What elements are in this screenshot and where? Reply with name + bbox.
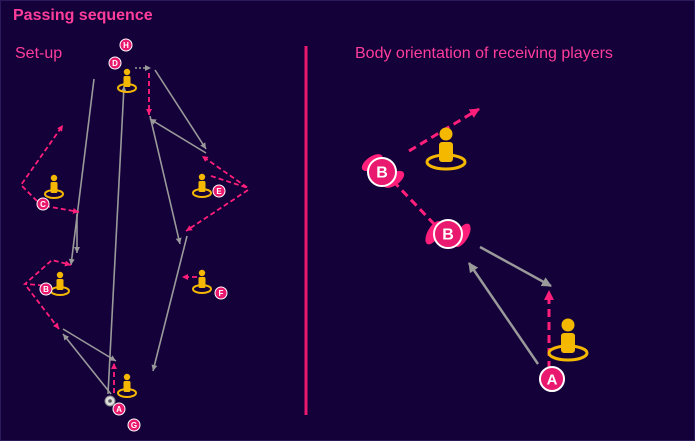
label-f: F [219, 289, 224, 298]
badge-a-right [539, 366, 565, 392]
ball-icon [104, 395, 116, 407]
badge-b-lower [433, 219, 463, 249]
pass-lines-left [62, 69, 207, 395]
orientation-subtitle: Body orientation of receiving players [355, 45, 613, 62]
label-b-lower: B [442, 227, 454, 244]
player-icon [117, 372, 137, 398]
badge-h: H [119, 38, 133, 52]
player-icon [547, 317, 589, 362]
player-icon [117, 67, 137, 93]
label-a: A [116, 405, 122, 414]
label-g: G [131, 421, 137, 430]
badge-d: D [108, 56, 122, 70]
badge-g: G [127, 418, 141, 432]
pass-b-back [479, 245, 552, 288]
badge-a: A [112, 402, 126, 416]
movement-b [391, 179, 437, 227]
player-icon [50, 270, 70, 296]
player-icon [425, 126, 467, 171]
label-d: D [112, 59, 118, 68]
pass-a-to-b [467, 262, 540, 365]
player-icon [192, 268, 212, 294]
label-c: C [40, 200, 46, 209]
label-e: E [216, 187, 222, 196]
badge-b-upper [367, 157, 397, 187]
setup-subtitle: Set-up [15, 45, 63, 62]
label-a-right: A [547, 372, 558, 389]
badge-c: C [36, 197, 50, 211]
badge-b: B [39, 282, 53, 296]
movement-lines-left [19, 73, 249, 393]
player-icon [44, 173, 64, 199]
label-h: H [123, 41, 129, 50]
player-icon [192, 172, 212, 198]
label-b-upper: B [376, 165, 388, 182]
diagram-title: Passing sequence [13, 7, 153, 24]
badge-e: E [212, 184, 226, 198]
label-b: B [43, 285, 49, 294]
badge-f: F [214, 286, 228, 300]
